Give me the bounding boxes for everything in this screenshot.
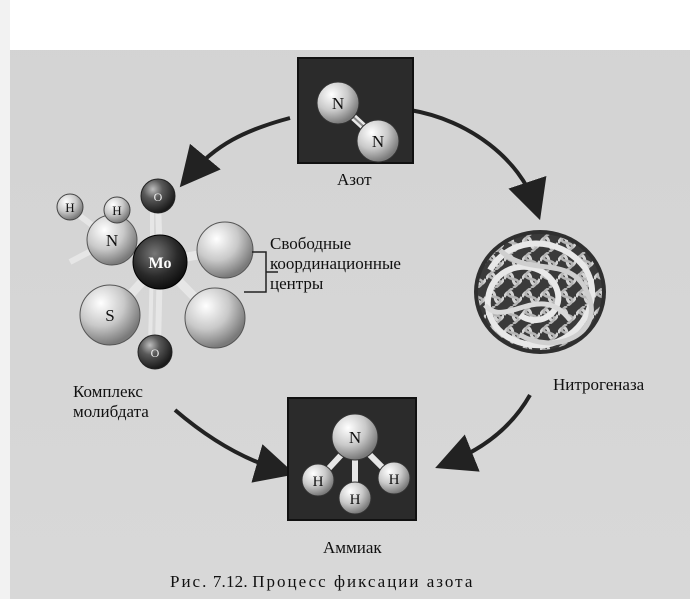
label-free-centers: Свободные координационные центры xyxy=(270,234,401,294)
label-molybdate-complex: Комплекс молибдата xyxy=(73,382,149,422)
nitrogen-molecule: N N xyxy=(298,58,413,163)
caption-number: 7.12. xyxy=(213,572,248,591)
label-molybdate-line: молибдата xyxy=(73,402,149,422)
atom-symbol: Mo xyxy=(148,255,171,272)
atom-symbol: N xyxy=(106,231,118,250)
atom-symbol: H xyxy=(350,492,361,508)
label-ammonia: Аммиак xyxy=(323,538,382,558)
arrow-molybdate-to-ammonia xyxy=(175,410,280,470)
molybdate-complex: H H N Mo S O O xyxy=(57,179,278,369)
label-nitrogenase: Нитрогеназа xyxy=(553,375,644,395)
atom-symbol: O xyxy=(154,190,163,204)
label-free-centers-line: Свободные xyxy=(270,234,401,254)
label-molybdate-line: Комплекс xyxy=(73,382,149,402)
atom-symbol: S xyxy=(105,306,114,325)
label-free-centers-line: центры xyxy=(270,274,401,294)
atom-symbol: N xyxy=(372,132,384,151)
atom-symbol: H xyxy=(313,474,324,490)
label-nitrogen: Азот xyxy=(337,170,372,190)
ammonia-molecule: N H H H xyxy=(288,398,416,520)
arrow-nitrogen-to-molybdate xyxy=(190,118,290,175)
nitrogenase-protein xyxy=(474,230,606,354)
arrow-nitrogen-to-nitrogenase xyxy=(410,110,535,205)
label-free-centers-line: координационные xyxy=(270,254,401,274)
arrow-nitrogenase-to-ammonia xyxy=(450,395,530,462)
atom-symbol: O xyxy=(151,346,160,360)
atom-symbol: H xyxy=(65,200,74,215)
caption-text: Процесс фиксации азота xyxy=(252,572,474,591)
atom-symbol: H xyxy=(112,203,121,218)
caption-prefix: Рис. xyxy=(170,572,208,591)
atom-symbol: N xyxy=(349,428,361,447)
atom-symbol: N xyxy=(332,94,344,113)
atom-symbol: H xyxy=(389,472,400,488)
figure-caption: Рис. 7.12. Процесс фиксации азота xyxy=(170,572,474,592)
